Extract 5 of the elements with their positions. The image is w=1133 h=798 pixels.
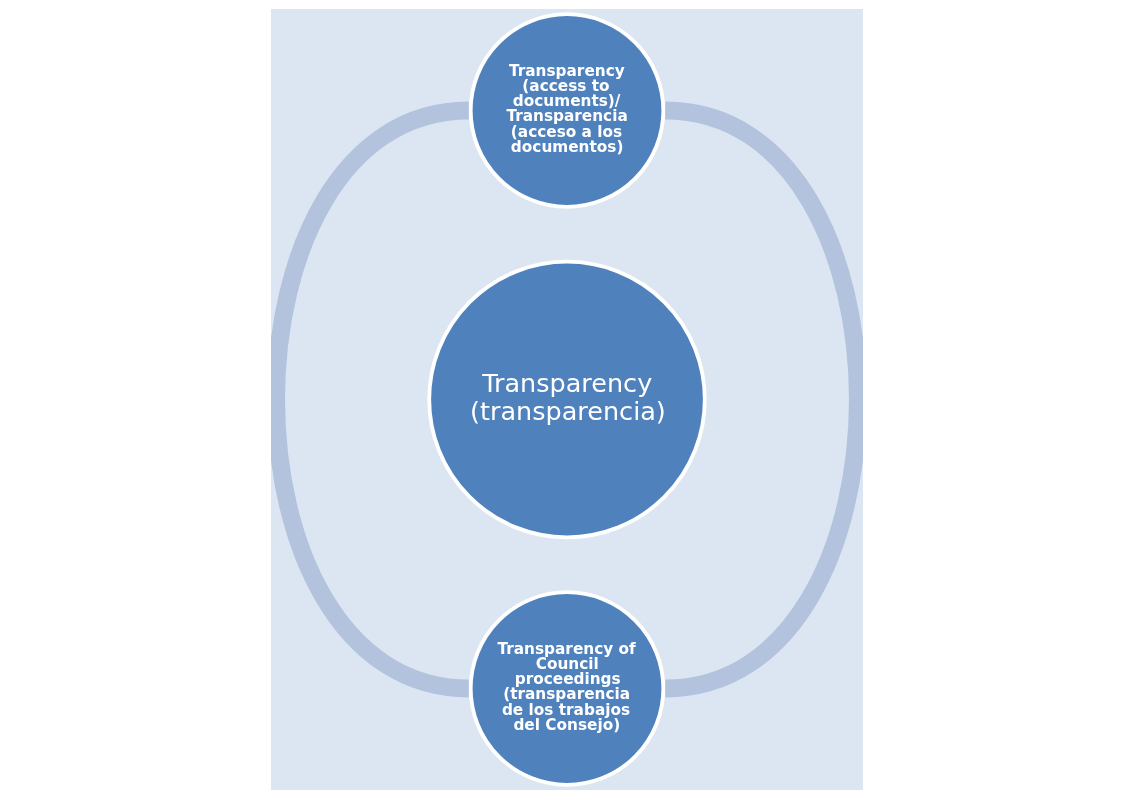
node-circle: Transparency of Council proceedings (transparencia de los trabajos del Consejo) [468,589,665,787]
connector [270,101,470,697]
node-circle: Transparency (access to documents)/ Transparencia (acceso a los documentos) [468,11,665,209]
connector [663,101,863,697]
node-circle: Transparency (transparencia) [426,259,707,539]
